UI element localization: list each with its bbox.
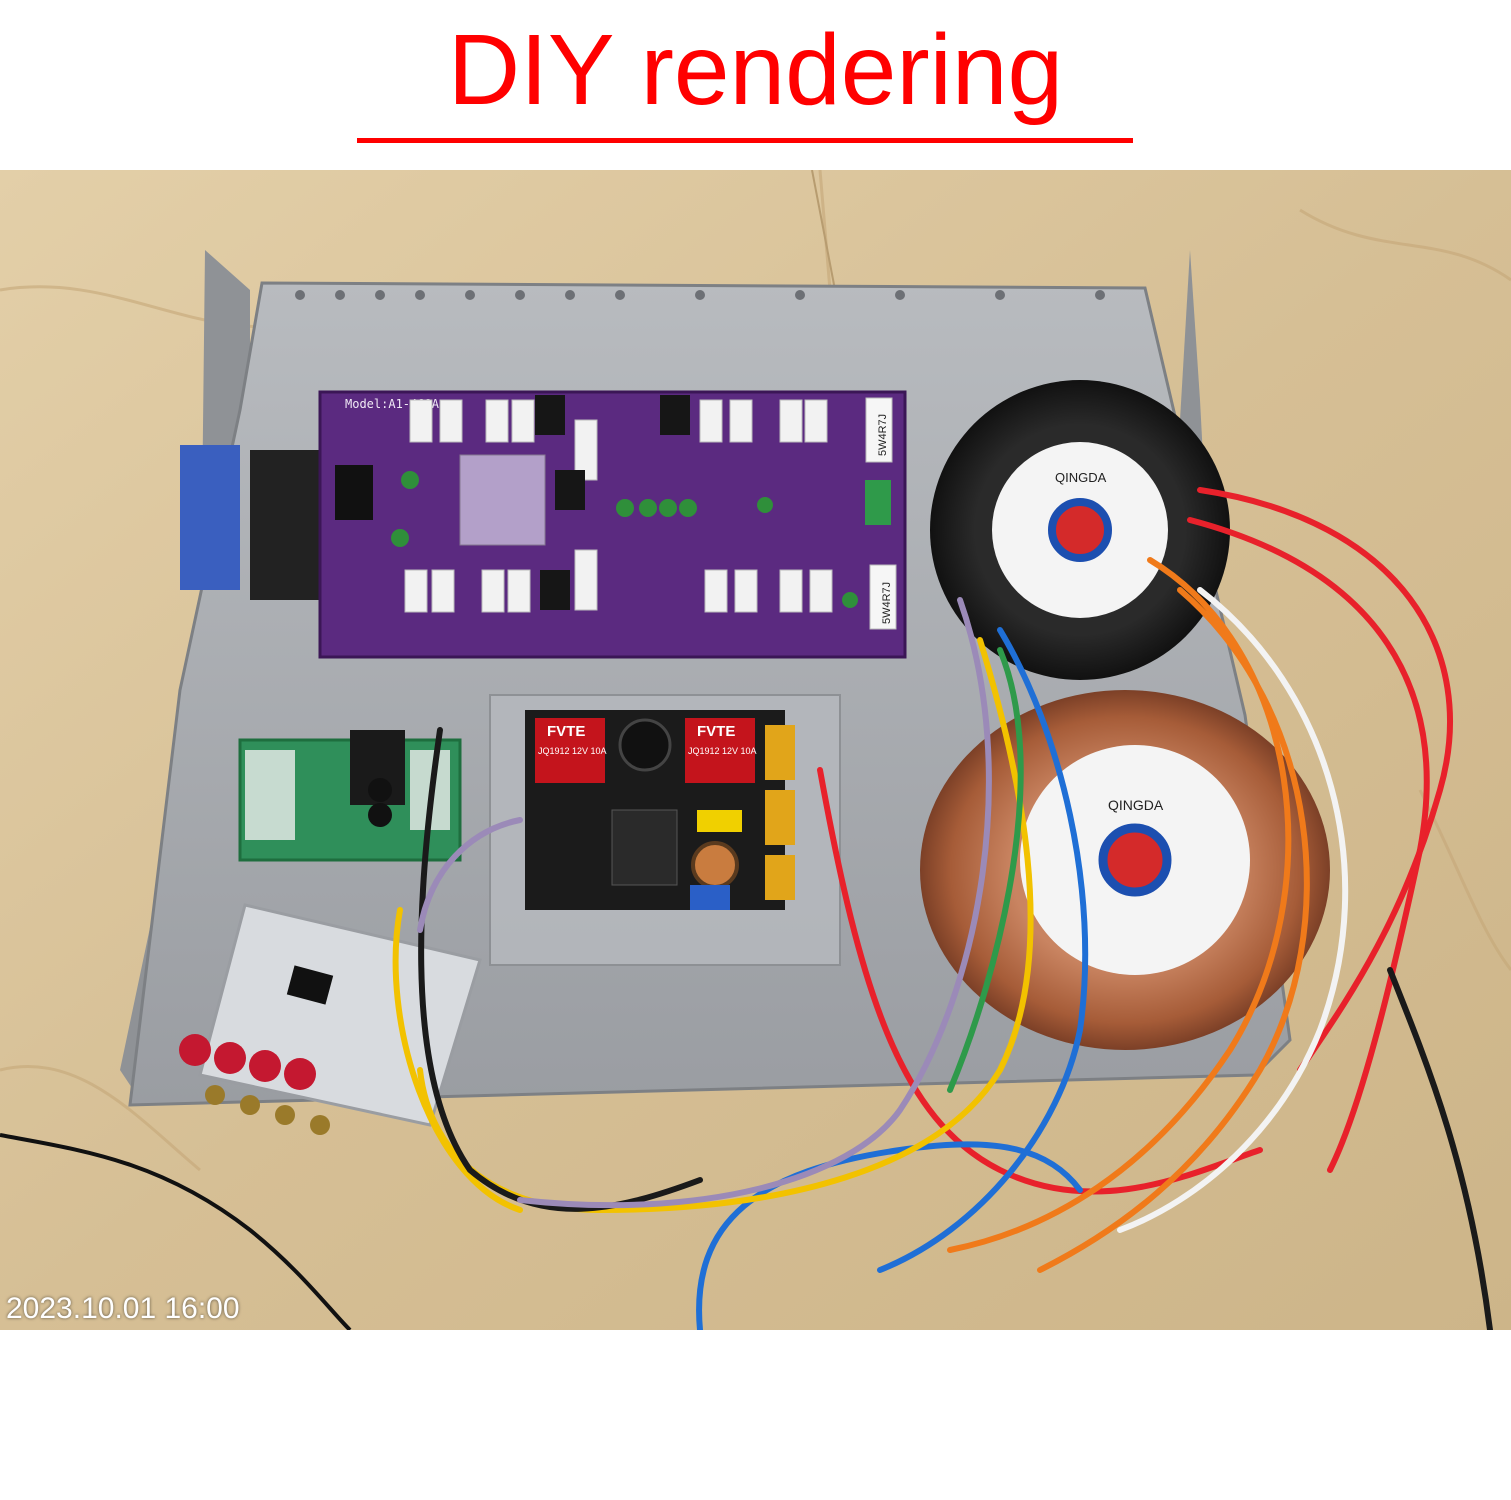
relay-left-brand: FVTE	[547, 723, 585, 740]
resistor-top-label: 5W4R7J	[877, 414, 889, 456]
board-resistors-white	[404, 399, 833, 613]
relay-right-brand: FVTE	[697, 723, 735, 740]
amplifier-photo: Model:A1-468A 5W4R7J 5W4R7J	[0, 170, 1511, 1330]
relay-right-spec: JQ1912 12V 10A	[688, 746, 757, 756]
board-transistors-black	[535, 395, 690, 610]
terminal-block-green	[865, 480, 891, 525]
board-capacitors-green	[391, 471, 858, 608]
terminal-blocks-yellow	[765, 725, 795, 900]
cable-tie	[0, 1133, 352, 1330]
rca-jacks	[179, 1034, 316, 1090]
chassis-holes	[295, 290, 1105, 300]
resistor-bottom-label: 5W4R7J	[881, 582, 893, 624]
photo-timestamp: 2023.10.01 16:00	[6, 1292, 240, 1325]
transformer-top: QINGDA	[930, 380, 1230, 680]
wiring-harness	[392, 487, 1493, 1330]
relay-block-transparent	[459, 454, 546, 546]
table-seam	[811, 170, 837, 296]
small-driver-board	[238, 730, 462, 862]
transformer-bottom-brand: QINGDA	[1108, 797, 1164, 813]
protection-board: FVTE JQ1912 12V 10A FVTE JQ1912 12V 10A	[489, 694, 841, 966]
relay-left-spec: JQ1912 12V 10A	[538, 746, 607, 756]
page-title: DIY rendering	[447, 14, 1064, 126]
title-underline	[357, 138, 1133, 143]
terminal-block-black	[335, 465, 373, 520]
transformer-top-brand: QINGDA	[1055, 470, 1107, 485]
main-amplifier-board: Model:A1-468A 5W4R7J 5W4R7J	[180, 390, 907, 659]
